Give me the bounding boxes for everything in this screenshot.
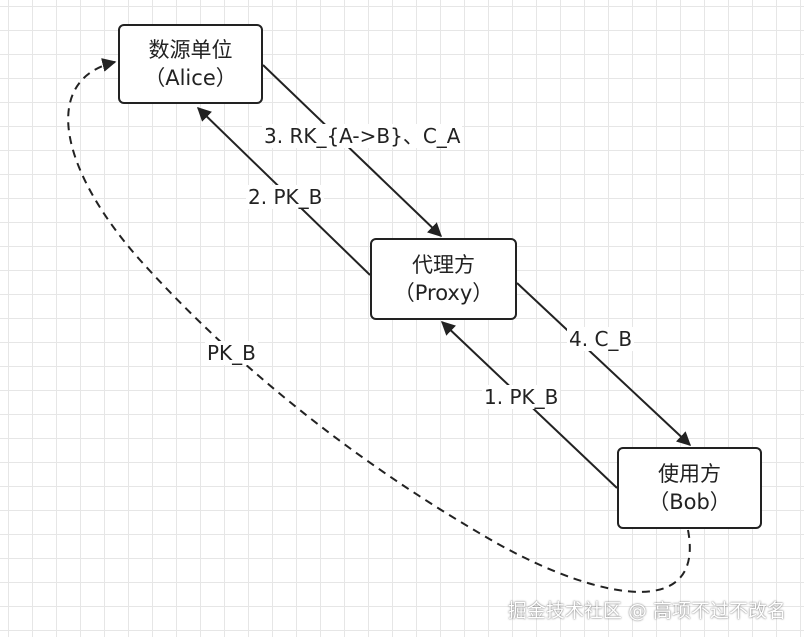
edge-bob-to-alice-dashed bbox=[67, 58, 691, 593]
edge-label-alice-to-proxy: 3. RK_{A->B}、C_A bbox=[262, 124, 463, 148]
edge-label-bob-to-proxy: 1. PK_B bbox=[482, 385, 561, 409]
edge-label-bob-to-alice: PK_B bbox=[205, 341, 258, 365]
node-bob: 使用方 （Bob） bbox=[617, 447, 762, 529]
node-alice-subtitle: （Alice） bbox=[144, 66, 237, 90]
node-proxy-subtitle: （Proxy） bbox=[393, 281, 494, 305]
node-alice-title: 数源单位 bbox=[148, 37, 233, 62]
node-bob-subtitle: （Bob） bbox=[648, 490, 731, 514]
node-proxy: 代理方 （Proxy） bbox=[370, 238, 517, 320]
edge-alice-to-proxy bbox=[262, 64, 443, 237]
watermark: 掘金技术社区 @ 高项不过不改名 bbox=[507, 600, 786, 622]
edge-proxy-to-bob bbox=[516, 282, 692, 446]
edge-label-proxy-to-alice: 2. PK_B bbox=[246, 185, 325, 209]
node-alice: 数源单位 （Alice） bbox=[118, 24, 263, 104]
node-proxy-title: 代理方 bbox=[412, 252, 475, 277]
node-bob-title: 使用方 bbox=[658, 461, 721, 486]
edge-label-proxy-to-bob: 4. C_B bbox=[567, 327, 635, 351]
